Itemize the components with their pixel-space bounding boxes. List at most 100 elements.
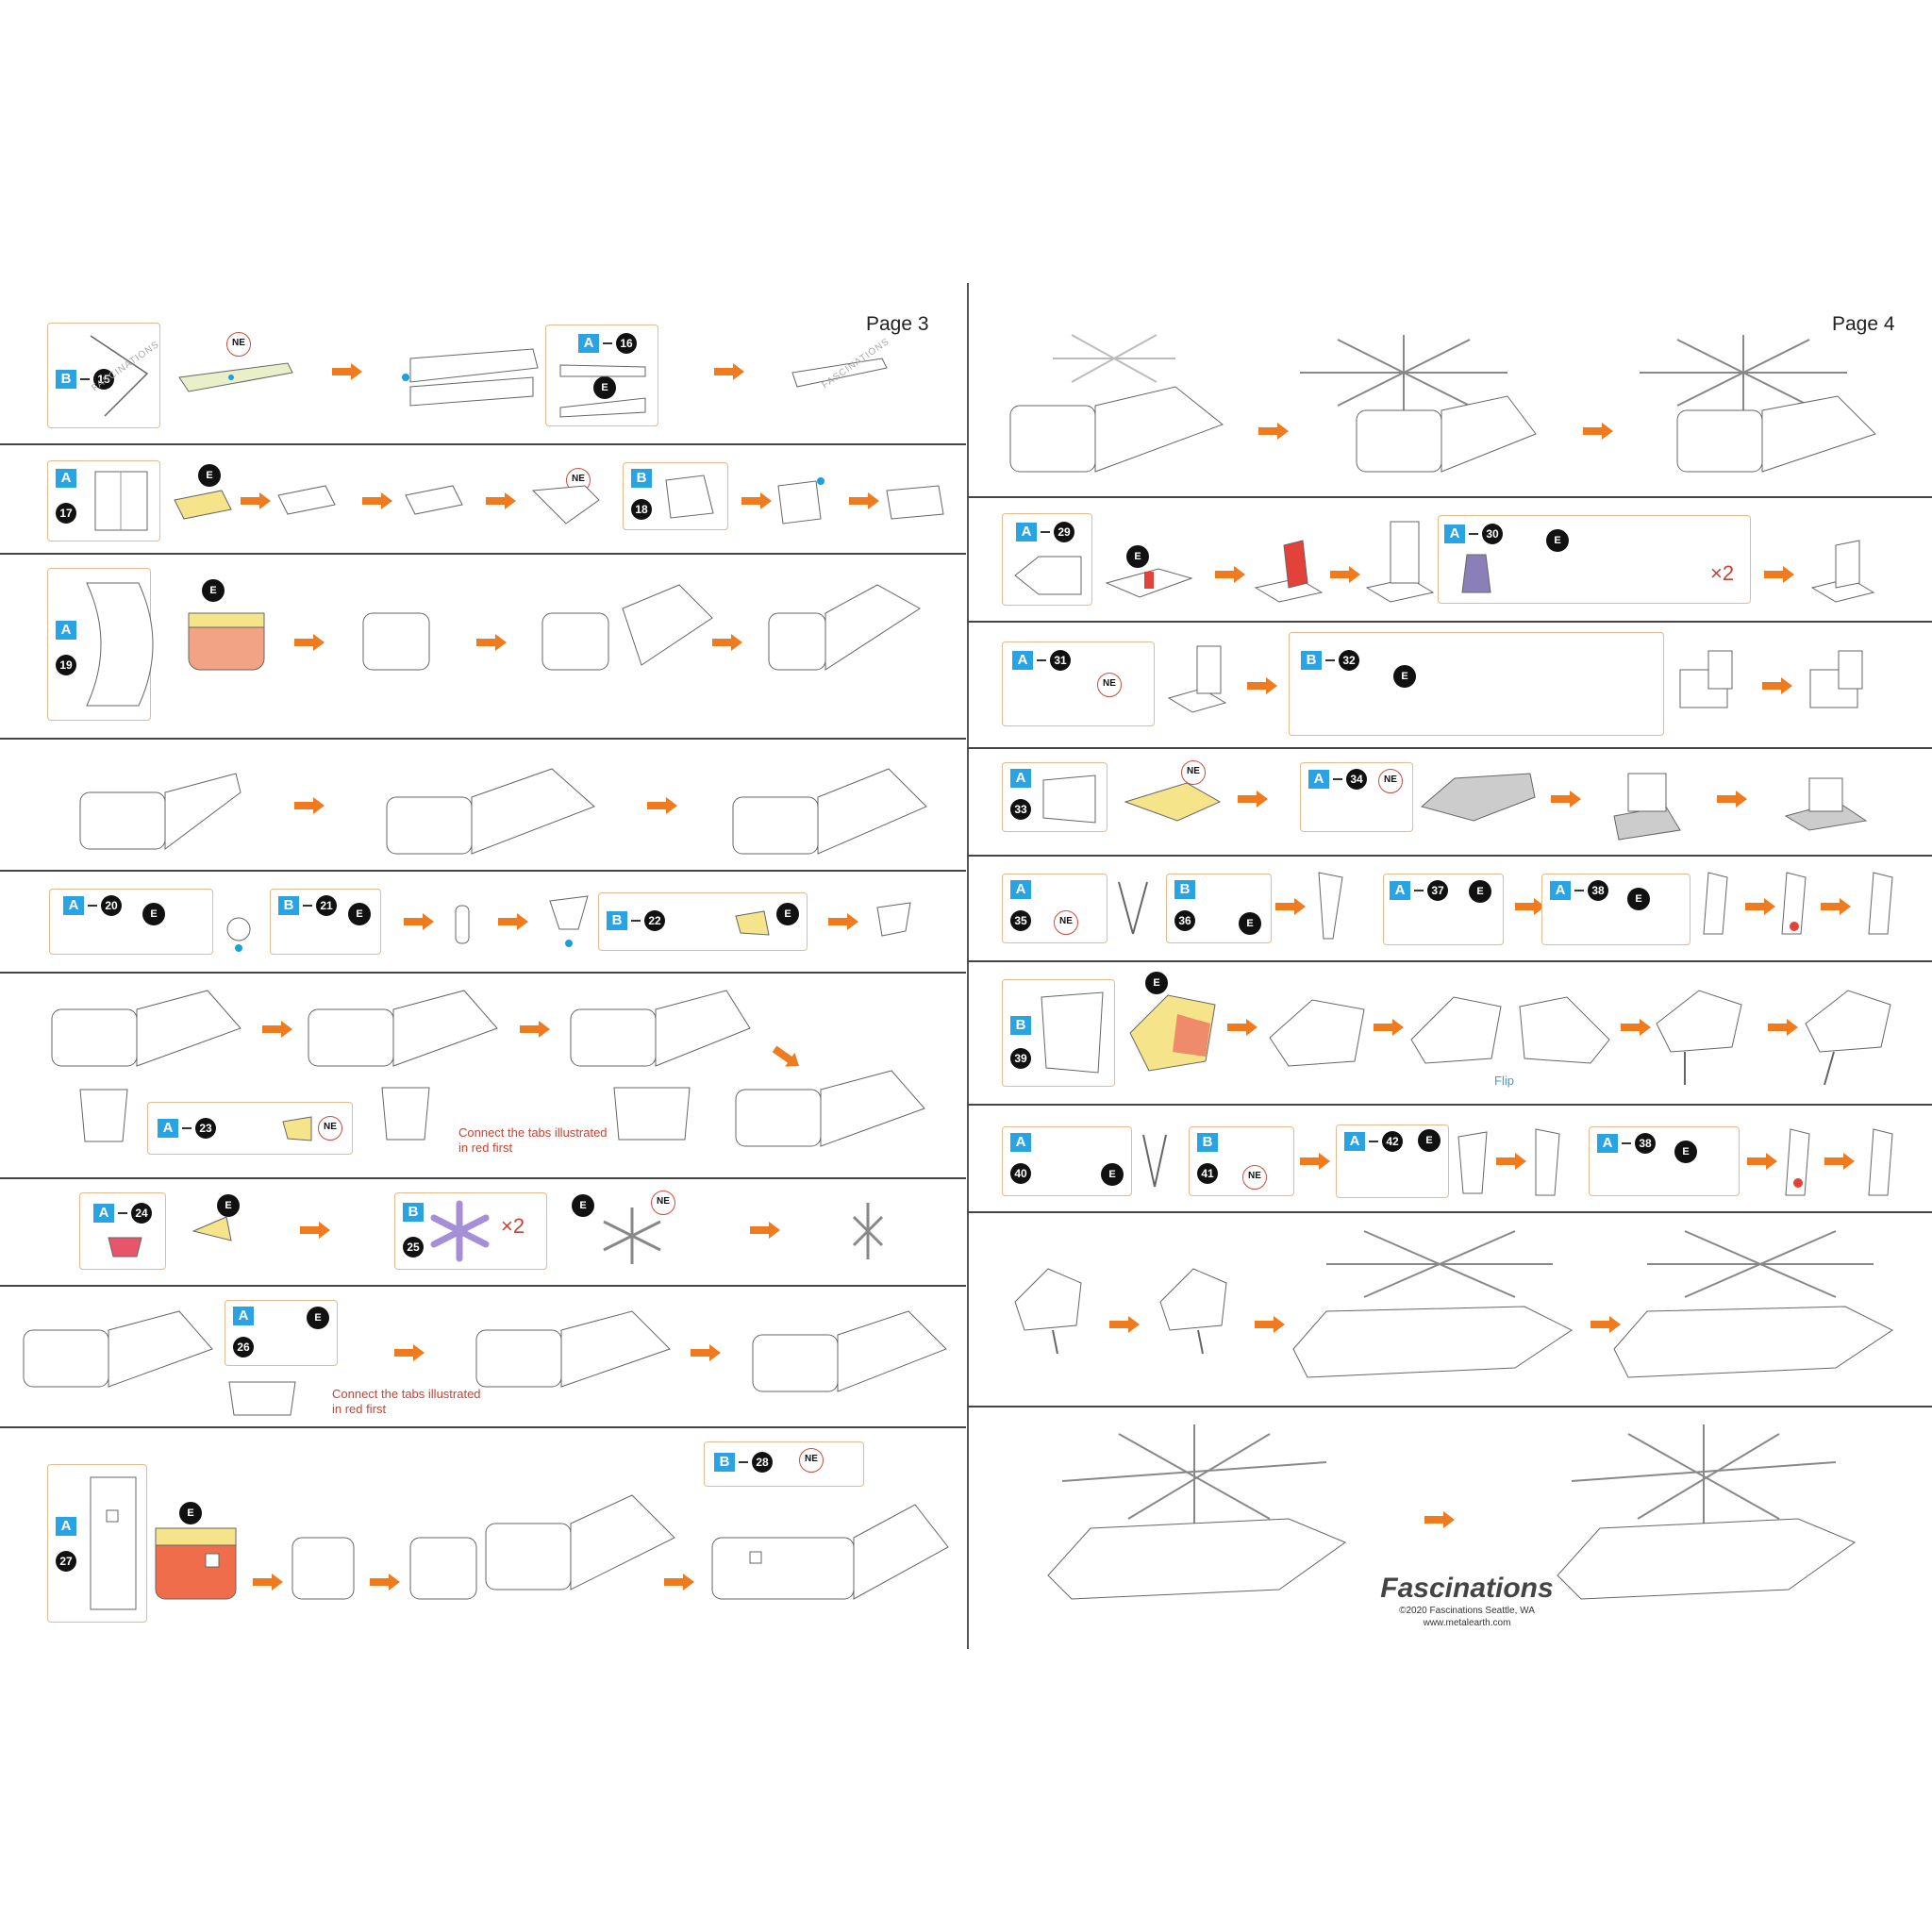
part-outline bbox=[1014, 556, 1082, 595]
page-divider bbox=[967, 283, 969, 1649]
result-illustration bbox=[1640, 335, 1876, 473]
sheet-tag: A bbox=[233, 1307, 254, 1325]
step-number: 41 bbox=[1197, 1163, 1218, 1184]
step-label-31: A 31 bbox=[1012, 650, 1071, 671]
result-illustration bbox=[1805, 990, 1891, 1086]
part-frame-32: B 32 E bbox=[1289, 632, 1664, 736]
row-divider bbox=[0, 870, 966, 872]
step-label-40: A 40 bbox=[1010, 1133, 1031, 1184]
assembly-illustration bbox=[1300, 335, 1537, 473]
orange-arrow-icon bbox=[1215, 566, 1245, 583]
assembly-illustration bbox=[1159, 1268, 1227, 1355]
step-number: 20 bbox=[101, 895, 122, 916]
sheet-tag: A bbox=[1444, 525, 1465, 543]
orange-arrow-icon bbox=[1330, 566, 1360, 583]
assembly-illustration bbox=[541, 584, 713, 671]
part-frame-40: A 40 E bbox=[1002, 1126, 1132, 1196]
orange-arrow-icon bbox=[1424, 1511, 1455, 1528]
sheet-tag: A bbox=[158, 1119, 178, 1138]
part-frame-26: A 26 E bbox=[225, 1300, 338, 1366]
result-illustration bbox=[1557, 1424, 1857, 1600]
assembly-illustration bbox=[23, 1310, 213, 1388]
step-number: 40 bbox=[1010, 1163, 1031, 1184]
row-divider bbox=[968, 960, 1932, 962]
step-label-29: A 29 bbox=[1016, 522, 1074, 542]
page-number: Page 3 bbox=[866, 313, 929, 335]
assembly-illustration bbox=[291, 1537, 355, 1600]
part-outline bbox=[665, 475, 714, 519]
step-number: 22 bbox=[644, 910, 665, 931]
sheet-tag: A bbox=[1344, 1132, 1365, 1151]
step-label-22: B 22 bbox=[607, 910, 665, 931]
result-illustration bbox=[711, 1504, 949, 1600]
orange-arrow-icon bbox=[1591, 1316, 1621, 1333]
tweezers-tool-icon: E bbox=[179, 1502, 202, 1524]
assembly-illustration bbox=[1679, 650, 1733, 708]
orange-arrow-icon bbox=[828, 913, 858, 930]
sheet-tag: B bbox=[403, 1203, 424, 1222]
sheet-tag: A bbox=[63, 896, 84, 915]
needle-nose-tool-icon: NE bbox=[799, 1448, 824, 1473]
step-label-24: A 24 bbox=[93, 1203, 152, 1224]
orange-arrow-icon bbox=[1300, 1153, 1330, 1170]
assembly-illustration bbox=[192, 1216, 232, 1241]
orange-arrow-icon bbox=[1768, 1019, 1798, 1036]
result-illustration bbox=[886, 485, 944, 520]
assembly-illustration bbox=[1703, 872, 1728, 935]
part-frame-30: A 30 E ×2 bbox=[1438, 515, 1751, 604]
dash bbox=[1622, 1142, 1631, 1144]
row-divider bbox=[968, 621, 1932, 623]
tweezers-tool-icon: E bbox=[1101, 1163, 1124, 1186]
assembly-illustration bbox=[531, 485, 600, 525]
step-number: 15 bbox=[93, 369, 114, 390]
needle-nose-tool-icon: NE bbox=[1242, 1165, 1267, 1190]
sheet-tag: B bbox=[278, 896, 299, 915]
detail-illustration bbox=[613, 1087, 691, 1141]
dash bbox=[118, 1212, 127, 1214]
orange-arrow-icon bbox=[772, 1045, 800, 1067]
step-label-18: B 18 bbox=[631, 469, 652, 520]
step-label-23: A 23 bbox=[158, 1118, 216, 1139]
step-number: 32 bbox=[1339, 650, 1359, 671]
part-outline bbox=[1461, 554, 1491, 593]
part-frame-37: A 37 E bbox=[1383, 874, 1504, 945]
step-label-32: B 32 bbox=[1301, 650, 1359, 671]
dash bbox=[603, 342, 612, 344]
orange-arrow-icon bbox=[647, 797, 677, 814]
part-fold-illustration bbox=[1124, 782, 1222, 822]
tweezers-tool-icon: E bbox=[593, 376, 616, 399]
assembly-illustration bbox=[1420, 773, 1536, 822]
orange-arrow-icon bbox=[1745, 898, 1775, 915]
step-label-25: B 25 bbox=[403, 1203, 424, 1257]
assembly-illustration bbox=[1656, 990, 1742, 1085]
part-frame-18: B 18 bbox=[623, 462, 728, 530]
sheet-tag: A bbox=[56, 1517, 76, 1536]
orange-arrow-icon bbox=[294, 797, 325, 814]
orange-arrow-icon bbox=[300, 1222, 330, 1239]
quantity-multiplier: ×2 bbox=[501, 1214, 525, 1238]
part-frame-25: B 25 ×2 bbox=[394, 1192, 547, 1270]
orange-arrow-icon bbox=[1496, 1153, 1526, 1170]
part-frame-33: A 33 bbox=[1002, 762, 1108, 832]
assembly-illustration bbox=[1410, 996, 1610, 1064]
sheet-tag: B bbox=[607, 911, 627, 930]
sheet-tag: A bbox=[1597, 1134, 1618, 1153]
sheet-tag: B bbox=[1197, 1133, 1218, 1152]
assembly-illustration bbox=[1365, 521, 1435, 603]
part-outline bbox=[90, 1476, 137, 1610]
result-illustration bbox=[1613, 1230, 1893, 1378]
orange-arrow-icon bbox=[1824, 1153, 1855, 1170]
part-frame-34: A 34 NE bbox=[1300, 762, 1413, 832]
tweezers-tool-icon: E bbox=[1627, 888, 1650, 910]
orange-arrow-icon bbox=[1275, 898, 1306, 915]
part-frame-29: A 29 bbox=[1002, 513, 1092, 606]
tweezers-tool-icon: E bbox=[202, 579, 225, 602]
step-number: 17 bbox=[56, 503, 76, 524]
part-frame-17: A 17 bbox=[47, 460, 160, 541]
part-frame-31: A 31 NE bbox=[1002, 641, 1155, 726]
part-outline bbox=[430, 1200, 490, 1262]
tweezers-tool-icon: E bbox=[1239, 912, 1261, 935]
needle-nose-tool-icon: NE bbox=[1097, 673, 1122, 697]
assembly-illustration bbox=[1105, 568, 1193, 598]
assembly-illustration bbox=[1613, 773, 1681, 841]
